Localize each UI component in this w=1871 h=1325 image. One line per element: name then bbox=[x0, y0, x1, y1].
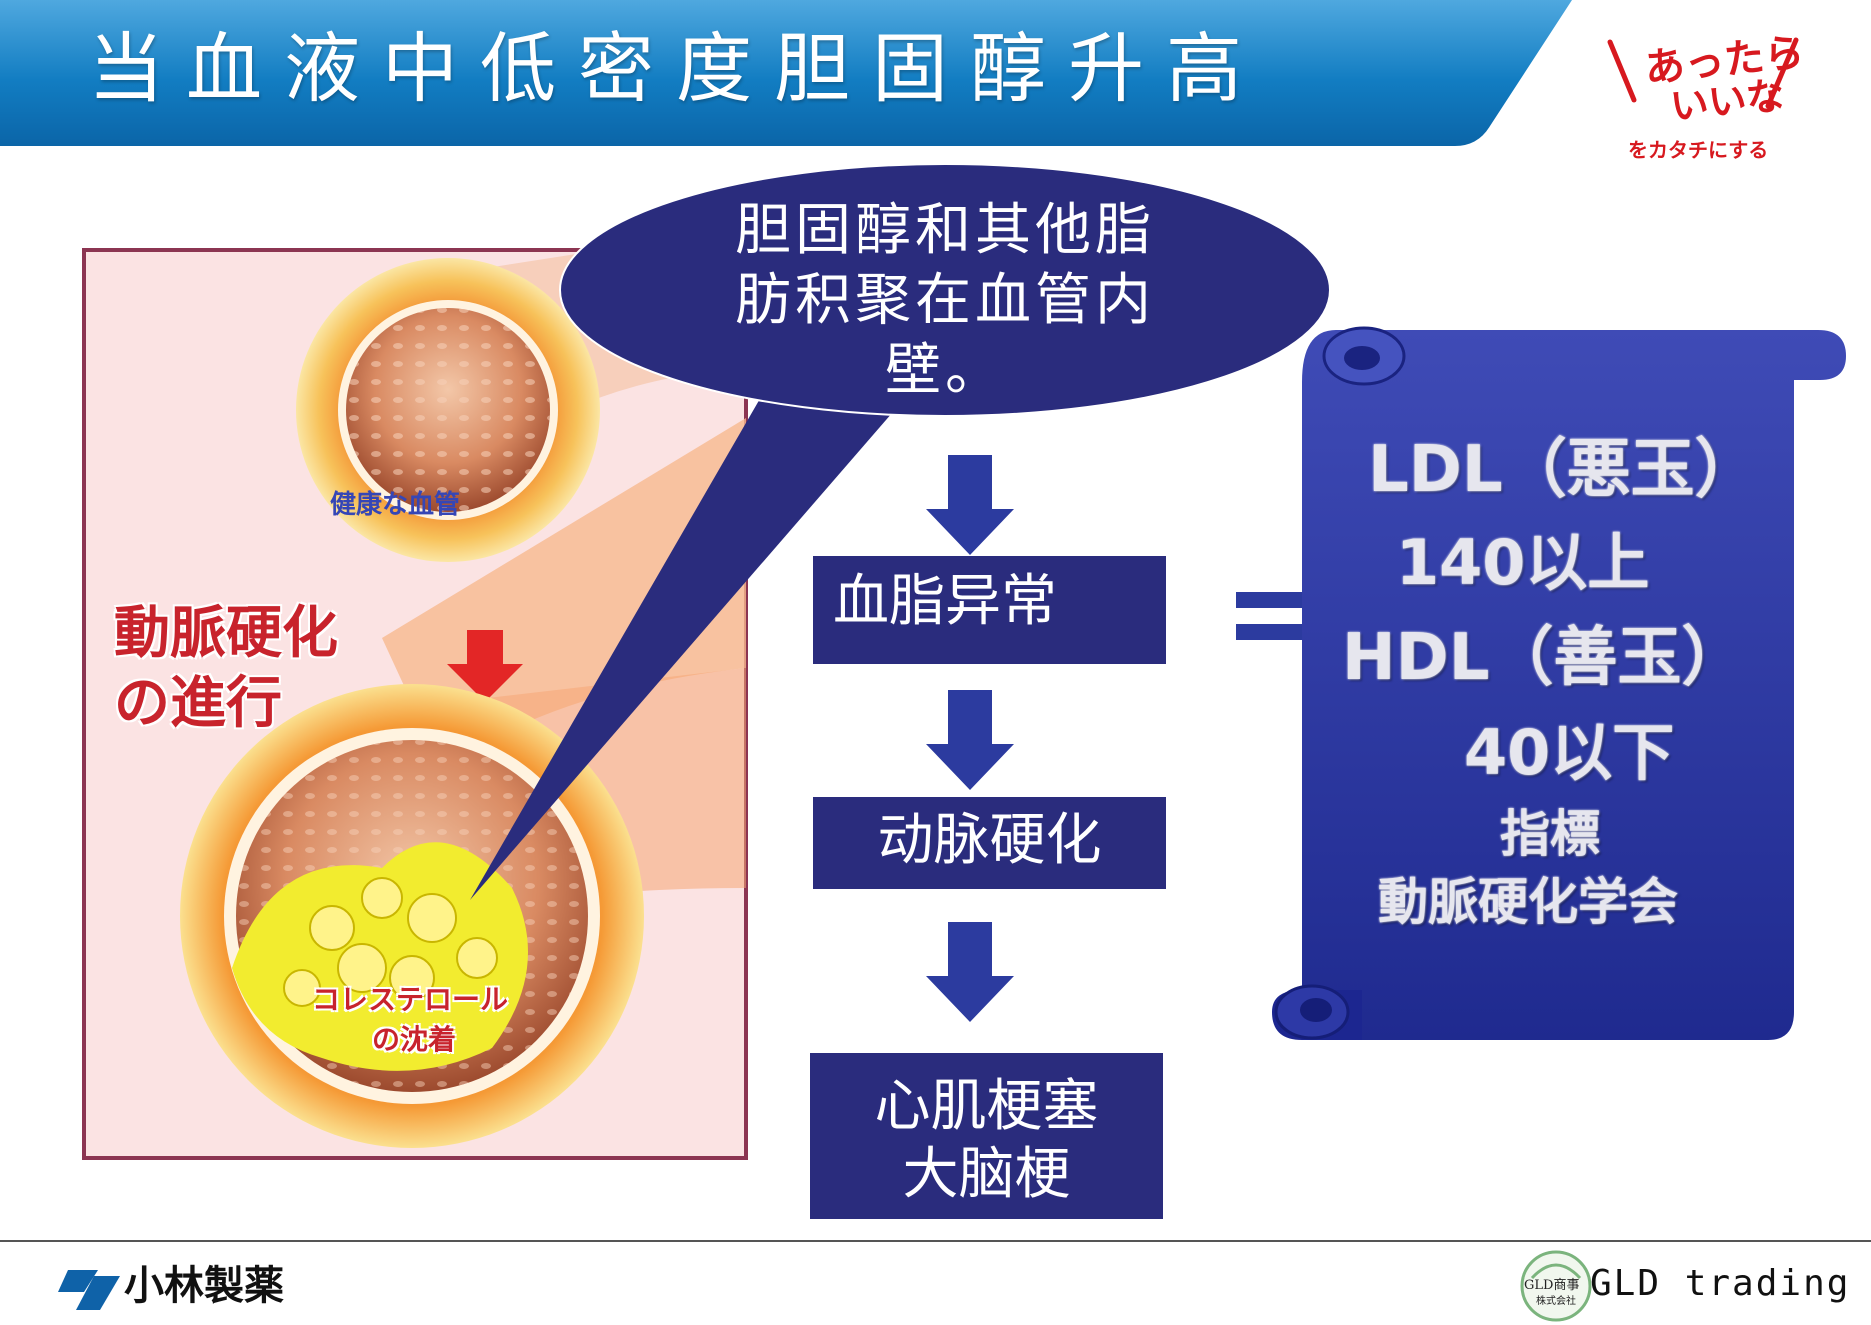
healthy-vessel-label: 健康な血管 bbox=[330, 490, 461, 520]
flow-step-3-line1: 心肌梗塞 bbox=[874, 1074, 1099, 1139]
speech-bubble bbox=[470, 163, 1331, 900]
flow-step-1: 血脂异常 bbox=[833, 569, 1057, 634]
bubble-text: 胆固醇和其他脂 肪积聚在血管内 壁。 bbox=[690, 196, 1200, 406]
flow-arrow-1 bbox=[926, 455, 1014, 555]
footer-left-company: 小林製薬 bbox=[124, 1263, 284, 1309]
gld-seal-circle bbox=[1520, 1250, 1592, 1322]
ldl-label: LDL（悪玉） bbox=[1368, 433, 1759, 507]
gld-seal-logo: GLD商事 株式会社 bbox=[1514, 1248, 1598, 1324]
gld-seal-text-2: 株式会社 bbox=[1536, 1296, 1576, 1307]
logo-slash-marks bbox=[1607, 37, 1799, 109]
deposit-label-line2: の沈着 bbox=[372, 1023, 457, 1056]
footer-divider bbox=[0, 1240, 1871, 1242]
flow-box-arteriosclerosis: 动脉硬化 bbox=[813, 797, 1166, 889]
flow-box-infarction: 心肌梗塞 大脑梗 bbox=[810, 1053, 1163, 1219]
flow-step-2: 动脉硬化 bbox=[877, 808, 1102, 873]
hdl-label: HDL（善玉） bbox=[1342, 621, 1746, 695]
gld-seal-text-1: GLD商事 bbox=[1524, 1278, 1580, 1293]
scroll-shape bbox=[1272, 326, 1846, 1040]
society-label: 動脈硬化学会 bbox=[1378, 873, 1678, 931]
flow-box-dyslipidemia: 血脂异常 bbox=[813, 556, 1166, 664]
kobayashi-logo-mark bbox=[58, 1270, 120, 1310]
flow-step-3-line2: 大脑梗 bbox=[902, 1142, 1071, 1207]
artery-drawing bbox=[82, 248, 748, 1160]
logo-tagline: をカタチにする bbox=[1628, 138, 1769, 162]
scroll-banner: LDL（悪玉） 140以上 HDL（善玉） 40以下 指標 動脈硬化学会 bbox=[1268, 322, 1858, 1047]
brand-logo: あったら いいな をカタチにする bbox=[1600, 14, 1820, 162]
header-band bbox=[0, 0, 1572, 146]
ldl-value: 140以上 bbox=[1396, 526, 1650, 599]
hdl-value: 40以下 bbox=[1464, 716, 1675, 789]
bubble-line-3: 壁。 bbox=[885, 338, 1005, 403]
index-label: 指標 bbox=[1500, 805, 1600, 863]
flow-arrow-3 bbox=[926, 922, 1014, 1022]
equals-sign bbox=[1236, 592, 1302, 640]
footer-right-company: GLD trading bbox=[1590, 1263, 1851, 1304]
progress-label-line1: 動脈硬化 bbox=[114, 600, 338, 666]
bubble-line-2: 肪积聚在血管内 bbox=[735, 268, 1155, 333]
deposit-label-line1: コレステロール bbox=[312, 983, 509, 1016]
flow-arrow-2 bbox=[926, 690, 1014, 790]
artery-illustration: 健康な血管 動脈硬化 の進行 コレステロール の沈着 bbox=[82, 248, 748, 1160]
slide-title: 当血液中低密度胆固醇升高 bbox=[88, 24, 1264, 113]
bubble-line-1: 胆固醇和其他脂 bbox=[735, 198, 1155, 263]
progress-label-line2: の進行 bbox=[114, 670, 282, 736]
